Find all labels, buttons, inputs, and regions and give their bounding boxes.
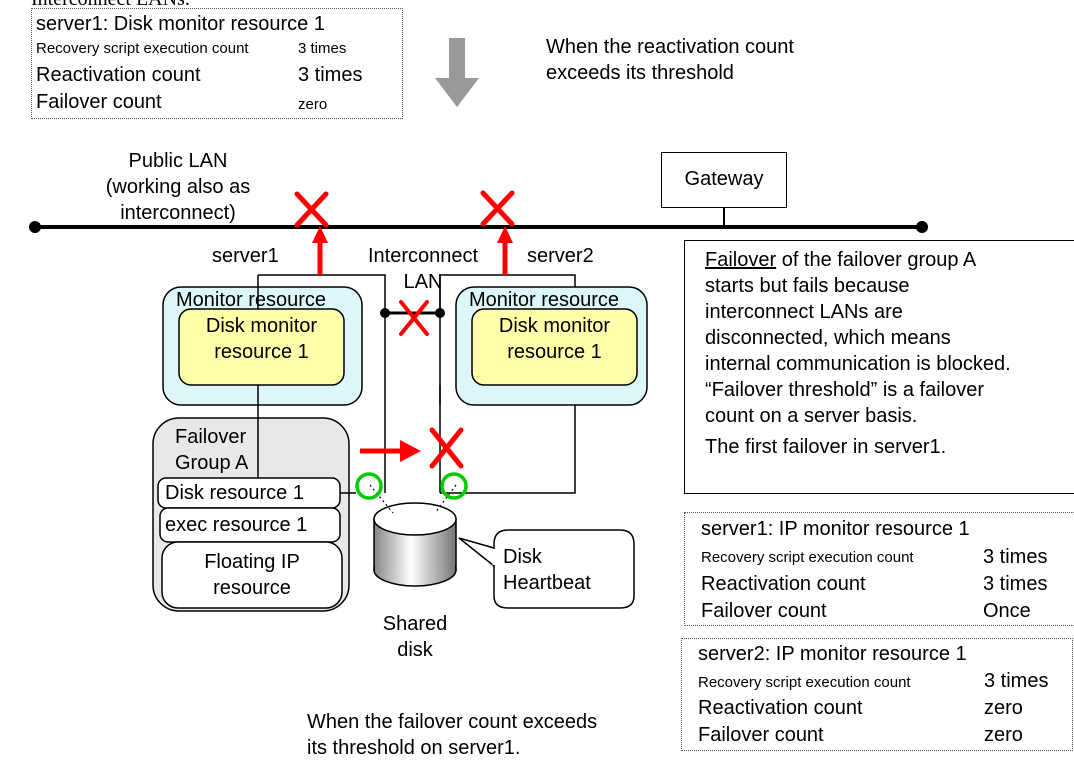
status-row-value: zero xyxy=(984,724,1023,746)
floating-ip-box xyxy=(161,541,343,609)
monitor-resource-label: Monitor resource xyxy=(176,289,327,311)
heartbeat-ok-server2 xyxy=(440,472,468,500)
failover-group-label: Failover Group A xyxy=(175,426,249,474)
interconnect-lan-label: Interconnect LAN xyxy=(367,245,479,293)
failover-underlined: Failover xyxy=(705,249,777,271)
status-row-label: Reactivation count xyxy=(698,697,863,719)
red-x-mark xyxy=(480,190,515,227)
floating-ip-label: Floating IP resource xyxy=(204,551,300,599)
lan-endpoint xyxy=(916,221,928,233)
top-cut-text: Interconnect LANs. xyxy=(31,0,190,10)
server1-label: server1 xyxy=(212,245,279,267)
failover-count-note: When the failover count exceeds its thre… xyxy=(307,711,598,759)
status-row-label: Recovery script execution count xyxy=(36,40,249,57)
status-row-value: zero xyxy=(298,96,328,113)
server1-network-line xyxy=(258,274,386,493)
status-box-title: server2: IP monitor resource 1 xyxy=(698,643,967,665)
red-up-arrow xyxy=(497,226,513,275)
status-row-label: Reactivation count xyxy=(701,573,866,595)
status-row-value: 3 times xyxy=(983,573,1048,595)
status-row-label: Recovery script execution count xyxy=(701,549,914,566)
disk-monitor-label: Disk monitor resource 1 xyxy=(205,315,318,363)
server2-label: server2 xyxy=(527,245,594,267)
status-row-value: 3 times xyxy=(984,670,1049,692)
heartbeat-ok-server1 xyxy=(355,472,383,500)
shared-disk-icon xyxy=(373,502,457,587)
status-row-value: zero xyxy=(984,697,1023,719)
monitor-resource-label: Monitor resource xyxy=(469,289,620,311)
disk-monitor-server1 xyxy=(178,308,345,386)
status-row-label: Reactivation count xyxy=(36,64,201,86)
status-row-label: Failover count xyxy=(698,724,824,746)
disk-resource-label: Disk resource 1 xyxy=(165,482,304,504)
gateway-box: Gateway xyxy=(661,152,787,208)
status-row-label: Recovery script execution count xyxy=(698,674,911,691)
status-row-label: Failover count xyxy=(701,600,827,622)
disk-heartbeat-callout xyxy=(493,529,635,609)
server2-ip-monitor-status-box: server2: IP monitor resource 1 Recovery … xyxy=(681,638,1073,751)
public-lan-label: Public LAN (working also as interconnect… xyxy=(105,150,251,224)
red-up-arrow xyxy=(312,226,328,275)
status-row-value: Once xyxy=(983,600,1031,622)
disk-heartbeat-label: Disk Heartbeat xyxy=(503,546,591,594)
reactivation-note: When the reactivation count exceeds its … xyxy=(546,36,794,84)
shared-disk-label: Shared disk xyxy=(382,613,448,661)
status-row-value: 3 times xyxy=(298,40,347,57)
red-x-mark xyxy=(429,427,464,469)
server1-ip-monitor-status-box: server1: IP monitor resource 1 Recovery … xyxy=(684,512,1074,626)
server1-disk-monitor-status-box: server1: Disk monitor resource 1 Recover… xyxy=(31,8,403,119)
status-box-title: server1: Disk monitor resource 1 xyxy=(36,13,325,35)
lan-endpoint xyxy=(29,221,41,233)
exec-resource-label: exec resource 1 xyxy=(165,514,308,536)
failover-note-box: Failover of the failover group A starts … xyxy=(684,240,1074,494)
gray-down-arrow xyxy=(435,38,479,107)
status-row-label: Failover count xyxy=(36,91,162,113)
red-x-mark xyxy=(399,300,429,336)
status-row-value: 3 times xyxy=(298,64,363,86)
red-x-mark xyxy=(294,191,329,228)
status-box-title: server1: IP monitor resource 1 xyxy=(701,518,970,540)
disk-monitor-server2 xyxy=(471,308,638,386)
disk-monitor-label: Disk monitor resource 1 xyxy=(498,315,611,363)
status-row-value: 3 times xyxy=(983,546,1048,568)
red-failover-arrow xyxy=(360,440,421,462)
